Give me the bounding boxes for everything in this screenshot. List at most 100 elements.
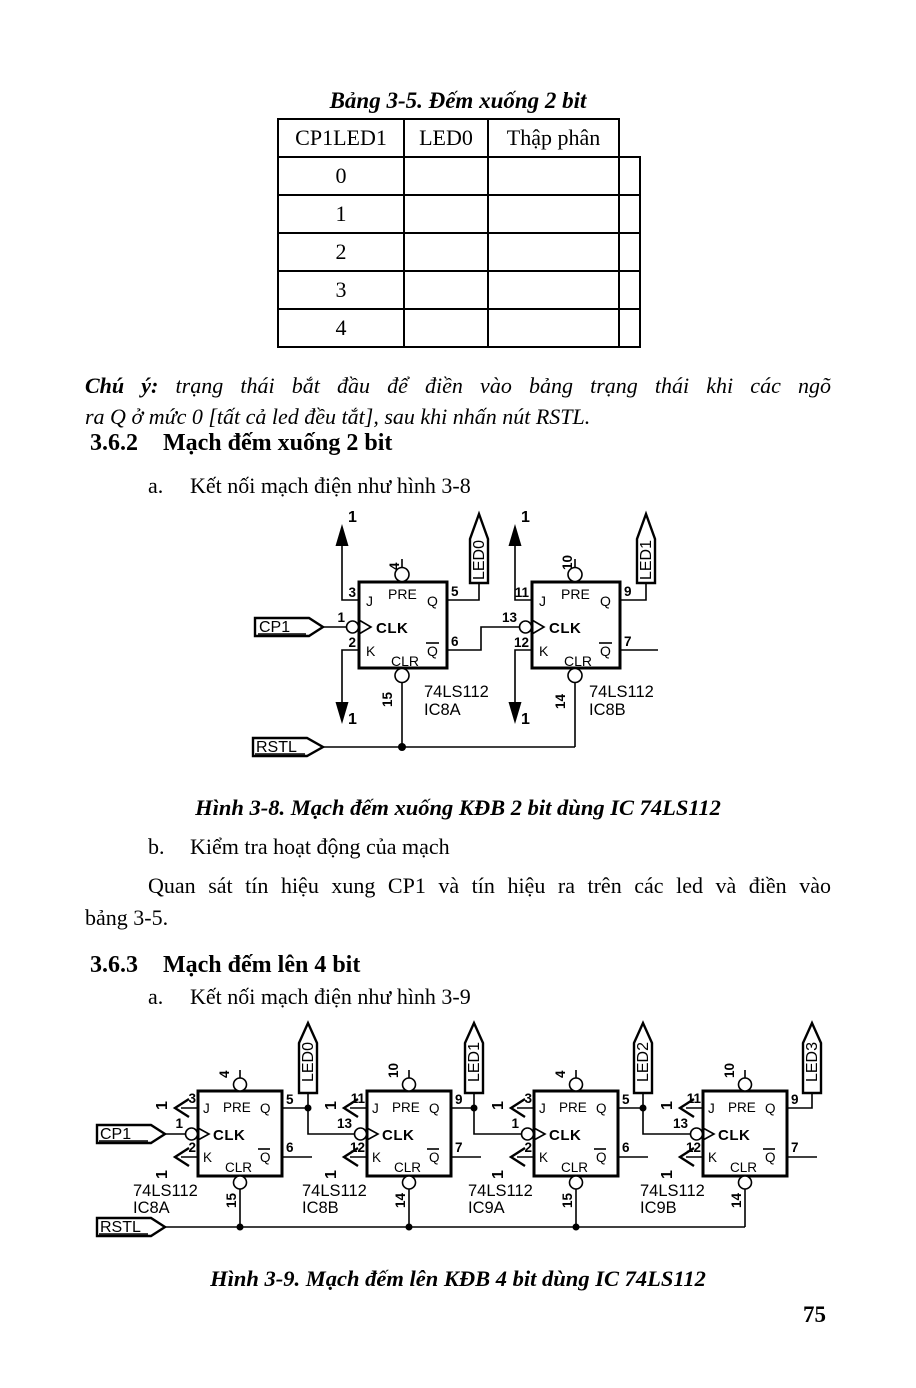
pin-name: J [539,593,546,609]
net-label: LED0 [471,540,488,580]
pin-number: 15 [560,1192,575,1208]
pin-number: 2 [348,635,356,650]
pin-number: 3 [188,1091,196,1106]
stage-links [282,1093,817,1158]
pin-number: 4 [217,1070,232,1078]
empty-cell [618,270,641,310]
pin-number: 14 [729,1192,744,1208]
pin-name: CLR [561,1160,588,1175]
figure-3-9-caption: Hình 3-9. Mạch đếm lên KĐB 4 bit dùng IC… [210,1266,706,1291]
pin-number: 9 [624,584,632,599]
pin-number: 14 [553,693,568,709]
table-3-5: CP1LED1 LED0 Thập phân 0 1 2 3 4 [277,118,641,348]
row-label: 1 [277,194,405,234]
empty-cell [487,156,620,196]
pin-name: PRE [223,1100,251,1115]
pin-name: PRE [561,586,590,602]
row-label: 4 [277,308,405,348]
net-label: LED1 [638,540,655,580]
pin-name: CLR [394,1160,421,1175]
pin-number: 7 [791,1140,799,1155]
pin-number: 11 [351,1091,366,1106]
pin-name: J [539,1101,546,1116]
pin-name: Q [765,1101,776,1116]
pin-name: J [708,1101,715,1116]
figure-3-8: J PRE Q CLK K CLR Q 3 1 2 5 6 4 15 74LS1… [251,509,658,758]
table-row: 3 [277,270,641,310]
table-row: 1 [277,194,641,234]
pin-name-qbar: Q [429,1150,440,1165]
table-title: Bảng 3-5. Đếm xuống 2 bit [329,88,587,113]
part-ref: IC8B [302,1199,339,1217]
pin-number: 1 [337,610,345,625]
pin-number: 13 [337,1116,353,1131]
part-label: 74LS112 [302,1182,367,1200]
part-ref: IC8A [133,1199,170,1217]
net-flag-cp1: CP1 [253,616,347,638]
pin-number: 10 [560,555,575,570]
net-label: RSTL [100,1219,141,1236]
note-line-1: Chú ý: trạng thái bắt đầu để điền vào bả… [85,371,831,401]
net-flag-cp1: CP1 [95,1123,185,1145]
figure-3-8-caption: Hình 3-8. Mạch đếm xuống KĐB 2 bit dùng … [195,795,721,820]
pin-name: CLR [730,1160,757,1175]
part-label: 74LS112 [424,683,489,701]
pin-name: Q [600,593,611,609]
logic1-label: 1 [323,1170,340,1179]
pin-name: CLK [718,1127,750,1144]
logic1-label: 1 [348,711,357,728]
pin-name: K [539,1150,548,1165]
section-title: Mạch đếm lên 4 bit [163,952,361,978]
part-label: 74LS112 [133,1182,198,1200]
pin-number: 1 [511,1116,519,1131]
pin-name-qbar: Q [596,1150,607,1165]
pin-name: CLK [376,620,408,637]
pin-number: 3 [524,1091,532,1106]
part-label: 74LS112 [589,683,654,701]
pin-name: Q [429,1101,440,1116]
pin-number: 15 [380,691,395,707]
pin-number: 11 [515,585,530,600]
item-text: Kết nối mạch điện như hình 3-8 [190,473,471,498]
part-ref: IC8A [424,701,461,719]
pin-number: 9 [455,1092,463,1107]
empty-cell [618,232,641,272]
pin-name: CLR [564,653,592,669]
section-number: 3.6.2 [90,430,138,456]
section-number: 3.6.3 [90,952,138,978]
logic1-label: 1 [154,1170,171,1179]
flipflop-ic8a: J PRE Q CLK K CLR Q 1 1 3 1 2 5 6 4 [133,1070,294,1227]
table-row: 2 [277,232,641,272]
note-text: trạng thái bắt đầu để điền vào bảng trạn… [158,373,831,398]
led0-flag: LED0 [297,1020,319,1095]
pin-number: 5 [286,1092,294,1107]
led1-flag: LED1 [620,510,657,601]
pin-number: 14 [393,1192,408,1208]
item-marker: b. [148,834,165,859]
pin-number: 2 [188,1140,196,1155]
section-heading-363: 3.6.3 Mạch đếm lên 4 bit [90,952,360,979]
row-label: 2 [277,232,405,272]
ic8b-logic1-arrows: 1 1 [508,509,532,728]
pin-name: Q [260,1101,271,1116]
pin-name-qbar: Q [260,1150,271,1165]
led0-flag: LED0 [447,510,490,601]
pin-name: CLK [549,620,581,637]
pin-number: 13 [673,1116,689,1131]
ic8a-logic1-arrows: 1 1 [335,509,359,728]
pin-number: 12 [514,635,529,650]
pin-name: CLR [225,1160,252,1175]
pin-name: CLK [213,1127,245,1144]
pin-name: J [203,1101,210,1116]
table-row: 0 [277,156,641,196]
list-item-a1: a.Kết nối mạch điện như hình 3-8 [148,473,471,499]
page-number: 75 [803,1302,826,1327]
pin-name: K [372,1150,381,1165]
pin-number: 12 [686,1140,701,1155]
net-flag-rstl: RSTL [251,736,575,758]
note-line-2: ra Q ở mức 0 [tất cả led đều tắt], sau k… [85,404,591,429]
pin-name: Q [427,593,438,609]
part-ref: IC9B [640,1199,677,1217]
pin-name: CLK [549,1127,581,1144]
